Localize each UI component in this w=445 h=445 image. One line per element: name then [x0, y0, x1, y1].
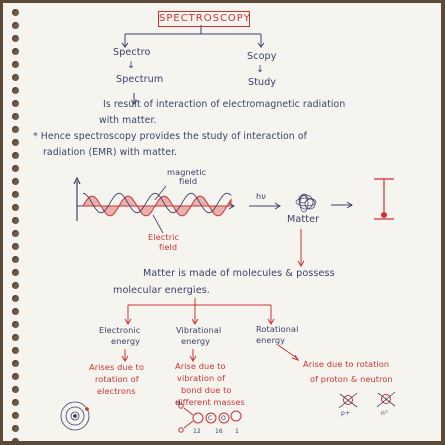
vib-mass-12: 12	[193, 428, 201, 435]
binder-hole	[12, 100, 19, 107]
vib-mass-1: 1	[235, 428, 239, 435]
binder-hole	[12, 217, 19, 224]
hv-label: hν	[256, 191, 266, 201]
vibrational-note-line3: bond due to	[181, 385, 232, 395]
hence-line2: radiation (EMR) with matter.	[43, 147, 178, 158]
electron-orbit-icon	[60, 401, 90, 431]
diagram-layer	[60, 25, 396, 433]
electric-label: Electric	[148, 232, 180, 242]
electronic-note-line1: Arises due to	[89, 362, 144, 372]
page-title: SPECTROSCOPY	[158, 11, 250, 27]
vibrational-energy-word: energy	[181, 336, 211, 346]
binder-hole	[12, 22, 19, 29]
hence-line1: * Hence spectroscopy provides the study …	[33, 131, 307, 142]
binder-hole	[12, 9, 19, 16]
binder-hole	[12, 191, 19, 198]
matter-down-arrow	[297, 229, 305, 267]
binder-hole	[12, 74, 19, 81]
vib-atom-h: H	[176, 400, 181, 407]
notebook-page: SPECTROSCOPY Spectro ↓ Spectrum Scopy ↓ …	[3, 3, 441, 441]
binder-hole	[12, 256, 19, 263]
binder-hole	[12, 399, 19, 406]
vibrational-note-line2: vibration of	[177, 373, 226, 383]
spectrum-meaning: Spectrum	[116, 74, 164, 85]
vibrational-note-line4: different masses	[175, 397, 245, 407]
rot-neutron-label: n°	[381, 410, 389, 417]
electronic-note-line3: electrons	[97, 386, 136, 396]
rot-proton-label: p+	[341, 410, 351, 417]
binder-hole	[12, 334, 19, 341]
electronic-note-line2: rotation of	[95, 374, 139, 384]
energy-level-icon	[374, 178, 394, 220]
title-branch-lines	[121, 25, 265, 105]
matter-scribble-icon	[295, 193, 317, 213]
binder-hole	[12, 308, 19, 315]
binder-hole	[12, 321, 19, 328]
rotational-energy-word: energy	[256, 335, 286, 345]
magnetic-field-label: field	[179, 176, 198, 186]
spectrum-note-line2: with matter.	[99, 115, 157, 126]
vibration-molecule-icon	[178, 403, 242, 433]
em-wave-diagram	[73, 176, 235, 234]
rotational-note-line2: of proton & neutron	[310, 374, 393, 384]
binder-hole	[12, 178, 19, 185]
binder-hole	[12, 113, 19, 120]
electric-wave	[82, 195, 232, 217]
electronic-energy-name: Electronic	[99, 325, 141, 335]
binder-hole	[12, 139, 19, 146]
electric-field-label: field	[159, 242, 178, 252]
rotation-nuclei-icons	[338, 391, 396, 409]
hv-arrow	[249, 201, 353, 210]
vib-atom-c: C	[208, 415, 213, 422]
magnetic-wave	[82, 192, 232, 214]
vib-mass-16: 16	[215, 428, 223, 435]
binder-hole	[12, 152, 19, 159]
matter-statement-line1: Matter is made of molecules & possess	[143, 268, 335, 279]
spectrum-note-line1: Is result of interaction of electromagne…	[103, 99, 346, 110]
binder-hole	[12, 360, 19, 367]
matter-statement-line2: molecular energies.	[113, 285, 210, 296]
binder-hole	[12, 412, 19, 419]
binder-hole	[12, 243, 19, 250]
binder-hole	[12, 373, 19, 380]
binder-hole	[12, 165, 19, 172]
binder-hole	[12, 204, 19, 211]
study-meaning: Study	[248, 77, 277, 88]
energy-branch-lines	[121, 298, 300, 362]
binder-hole	[12, 48, 19, 55]
electronic-energy-word: energy	[111, 336, 141, 346]
binder-hole	[12, 425, 19, 432]
binder-hole	[12, 282, 19, 289]
binder-hole	[12, 438, 19, 441]
binder-hole	[12, 87, 19, 94]
scopy-arrow: ↓	[256, 64, 265, 75]
binder-hole	[12, 35, 19, 42]
magnetic-label: magnetic	[167, 167, 207, 177]
vib-atom-o: O	[221, 415, 226, 422]
binder-hole	[12, 295, 19, 302]
vibrational-note-line1: Arise due to	[175, 361, 226, 371]
binder-hole	[12, 347, 19, 354]
binder-hole	[12, 269, 19, 276]
binder-hole	[12, 61, 19, 68]
spectro-arrow: ↓	[127, 60, 136, 71]
binder-hole	[12, 230, 19, 237]
binder-hole	[12, 126, 19, 133]
binder-hole	[12, 386, 19, 393]
scopy-term: Scopy	[247, 51, 277, 62]
rotational-energy-name: Rotational	[256, 324, 299, 334]
matter-label: Matter	[287, 214, 320, 225]
spectro-term: Spectro	[113, 47, 151, 58]
vibrational-energy-name: Vibrational	[176, 325, 222, 335]
rotational-note-line1: Arise due to rotation	[303, 359, 390, 369]
